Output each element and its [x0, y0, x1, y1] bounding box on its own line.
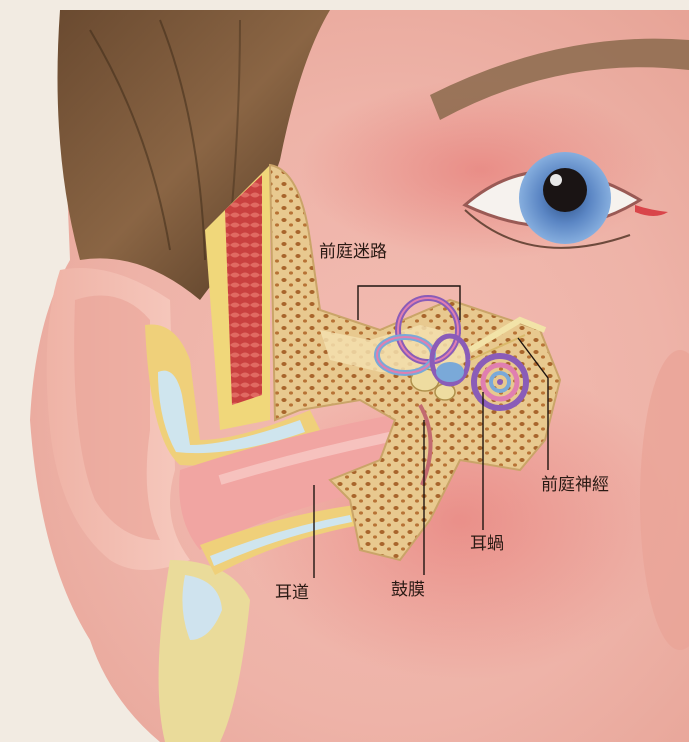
label-vestibular-nerve: 前庭神經 — [541, 477, 609, 494]
label-vestibular-labyrinth: 前庭迷路 — [319, 244, 387, 261]
label-eardrum: 鼓膜 — [391, 582, 425, 599]
label-cochlea: 耳蝸 — [470, 536, 504, 553]
label-ear-canal: 耳道 — [275, 585, 309, 602]
